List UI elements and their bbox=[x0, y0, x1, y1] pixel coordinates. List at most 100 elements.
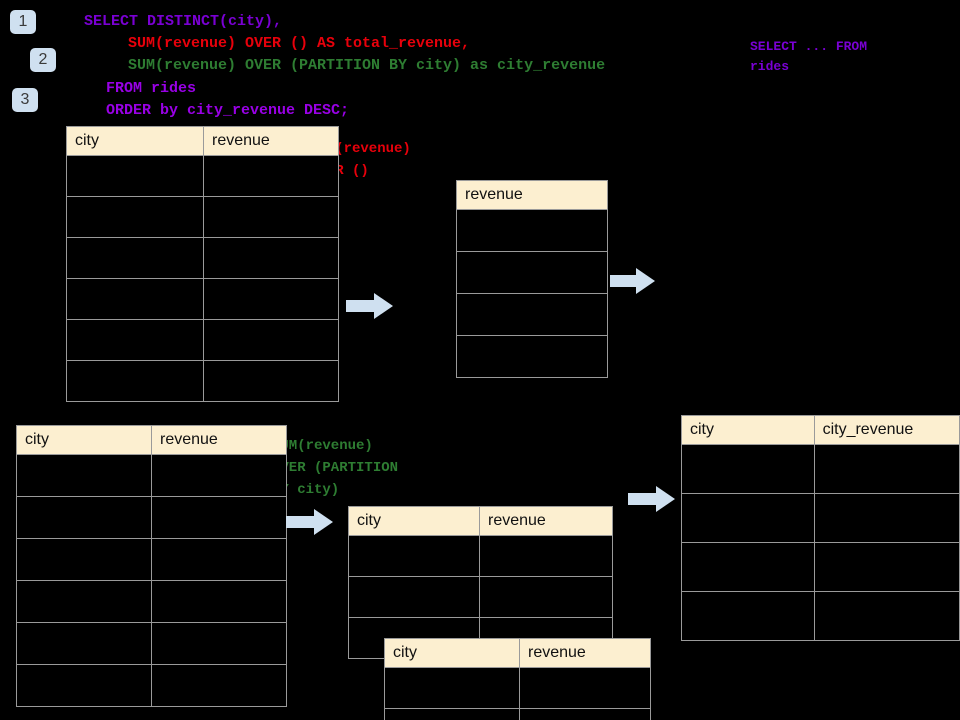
cell-revenue bbox=[519, 667, 651, 709]
sql-line-from: FROM rides bbox=[106, 80, 197, 97]
column-header-city: city bbox=[348, 506, 480, 536]
cell-city-revenue bbox=[813, 591, 960, 641]
table-row bbox=[456, 251, 608, 294]
table-header-row: revenue bbox=[456, 180, 608, 210]
table-row bbox=[16, 622, 287, 665]
cell-city bbox=[348, 576, 480, 618]
cell-revenue bbox=[456, 251, 608, 294]
table-row bbox=[456, 293, 608, 336]
table-row bbox=[66, 278, 339, 320]
cell-city bbox=[348, 535, 480, 577]
table-row bbox=[16, 664, 287, 707]
table-row bbox=[681, 542, 960, 592]
arrow-step2 bbox=[286, 509, 333, 535]
cell-city-revenue bbox=[813, 542, 960, 592]
cell-city bbox=[681, 542, 815, 592]
partition-table-a: city revenue bbox=[348, 506, 613, 659]
cell-revenue bbox=[519, 708, 651, 720]
cell-revenue bbox=[151, 664, 287, 707]
cell-city-revenue bbox=[813, 444, 960, 494]
cell-revenue bbox=[151, 580, 287, 623]
side-note-select-from-line1: SELECT ... FROM bbox=[750, 39, 868, 54]
table-row bbox=[681, 591, 960, 641]
table-row bbox=[16, 454, 287, 497]
sql-line-order-by: ORDER by city_revenue DESC; bbox=[106, 102, 350, 119]
total-revenue-table: revenue bbox=[456, 180, 608, 378]
table-row bbox=[16, 538, 287, 581]
table-row bbox=[456, 209, 608, 252]
step-badge-3: 3 bbox=[12, 88, 38, 112]
cell-revenue bbox=[456, 209, 608, 252]
cell-revenue bbox=[203, 360, 339, 402]
step-badge-1: 1 bbox=[10, 10, 36, 34]
table-row bbox=[66, 319, 339, 361]
cell-revenue bbox=[456, 335, 608, 378]
cell-city bbox=[384, 708, 520, 720]
cell-revenue bbox=[151, 496, 287, 539]
table-row bbox=[66, 237, 339, 279]
cell-city bbox=[66, 155, 204, 197]
column-header-city: city bbox=[16, 425, 152, 455]
table-row bbox=[384, 708, 651, 720]
rides-source-table-2: city revenue bbox=[16, 425, 287, 707]
table-row bbox=[681, 493, 960, 543]
table-header-row: city revenue bbox=[16, 425, 287, 455]
column-header-revenue: revenue bbox=[203, 126, 339, 156]
table-row bbox=[384, 667, 651, 709]
cell-revenue bbox=[456, 293, 608, 336]
cell-revenue bbox=[151, 454, 287, 497]
cell-city bbox=[681, 591, 815, 641]
cell-city bbox=[66, 196, 204, 238]
cell-city bbox=[16, 622, 152, 665]
column-header-city: city bbox=[66, 126, 204, 156]
table-header-row: city revenue bbox=[384, 638, 651, 668]
cell-revenue bbox=[203, 196, 339, 238]
cell-revenue bbox=[479, 535, 613, 577]
sql-line-sum-over-partition: SUM(revenue) OVER (PARTITION BY city) as… bbox=[128, 57, 606, 74]
column-header-revenue: revenue bbox=[456, 180, 608, 210]
table-row bbox=[681, 444, 960, 494]
column-header-revenue: revenue bbox=[151, 425, 287, 455]
column-header-city-revenue: city_revenue bbox=[813, 415, 960, 445]
sql-line-sum-over-empty: SUM(revenue) OVER () AS total_revenue, bbox=[128, 35, 471, 52]
table-row bbox=[348, 535, 613, 577]
cell-city bbox=[681, 493, 815, 543]
annotation-sum-over-partition-line2: OVER (PARTITION bbox=[272, 460, 399, 476]
cell-revenue bbox=[203, 319, 339, 361]
partition-table-b: city revenue bbox=[384, 638, 651, 720]
column-header-city: city bbox=[384, 638, 520, 668]
cell-city bbox=[681, 444, 815, 494]
column-header-revenue: revenue bbox=[479, 506, 613, 536]
table-header-row: city revenue bbox=[66, 126, 339, 156]
table-header-row: city revenue bbox=[348, 506, 613, 536]
cell-city bbox=[66, 237, 204, 279]
cell-revenue bbox=[203, 278, 339, 320]
table-row bbox=[16, 496, 287, 539]
arrow-step2-out bbox=[628, 486, 675, 512]
step-badge-2: 2 bbox=[30, 48, 56, 72]
cell-city bbox=[66, 360, 204, 402]
arrow-step1-out bbox=[610, 268, 655, 294]
arrow-step1 bbox=[346, 293, 393, 319]
table-row bbox=[16, 580, 287, 623]
cell-city bbox=[16, 664, 152, 707]
cell-city bbox=[16, 538, 152, 581]
cell-city-revenue bbox=[813, 493, 960, 543]
column-header-city: city bbox=[681, 415, 815, 445]
cell-revenue bbox=[203, 237, 339, 279]
rides-source-table: city revenue bbox=[66, 126, 339, 402]
table-row bbox=[66, 360, 339, 402]
table-row bbox=[456, 335, 608, 378]
cell-city bbox=[16, 496, 152, 539]
cell-city bbox=[16, 580, 152, 623]
city-revenue-result-table: city city_revenue bbox=[681, 415, 960, 641]
cell-city bbox=[66, 278, 204, 320]
table-row bbox=[348, 576, 613, 618]
table-row bbox=[66, 155, 339, 197]
cell-city bbox=[16, 454, 152, 497]
cell-revenue bbox=[151, 622, 287, 665]
table-row bbox=[66, 196, 339, 238]
sql-line-select: SELECT DISTINCT(city), bbox=[84, 13, 283, 30]
cell-revenue bbox=[479, 576, 613, 618]
